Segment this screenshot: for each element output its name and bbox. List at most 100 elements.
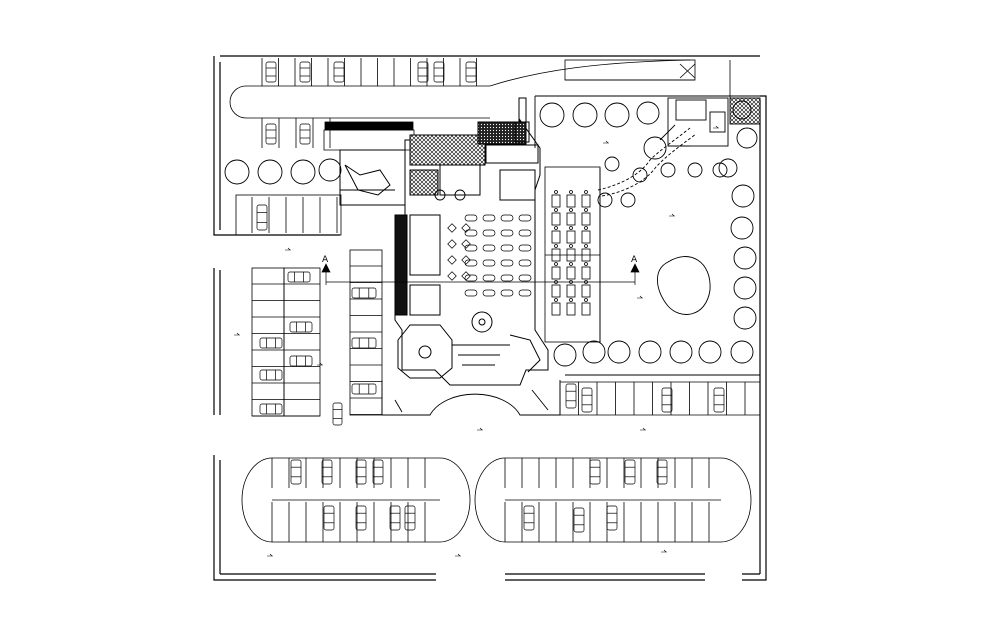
car-icon: [565, 383, 577, 409]
level-mark: [267, 553, 273, 557]
east-parking-stalls: [559, 381, 760, 416]
section-marker-left: A: [322, 255, 329, 265]
tree-icon: [638, 340, 662, 364]
car-icon: [265, 123, 277, 145]
section-arrow-icon: [630, 263, 640, 273]
car-icon: [351, 383, 377, 395]
level-mark: [285, 247, 291, 251]
tree-icon: [712, 162, 728, 178]
tree-icon: [572, 102, 598, 128]
car-icon: [256, 204, 268, 231]
level-mark: [661, 549, 667, 553]
car-icon: [355, 505, 367, 531]
car-icon: [259, 369, 283, 381]
trees: [224, 100, 758, 367]
tree-icon: [730, 216, 754, 240]
garden: [534, 95, 761, 376]
section-line: [321, 263, 640, 285]
diagonal-parking-right: [564, 59, 731, 98]
car-icon: [465, 61, 477, 83]
tree-icon: [733, 276, 757, 300]
car-icon: [265, 61, 277, 83]
level-mark: [637, 295, 643, 299]
tree-icon: [718, 158, 738, 178]
car-icon: [299, 123, 311, 145]
car-icon: [606, 505, 618, 531]
tree-icon: [539, 102, 565, 128]
section-marker-right: A: [631, 255, 638, 265]
tree-icon: [290, 159, 316, 185]
tree-icon: [730, 340, 754, 364]
car-icon: [289, 321, 313, 333]
tree-icon: [597, 192, 613, 208]
ground-level-marks: [234, 125, 719, 557]
tree-icon: [620, 192, 636, 208]
tree-icon: [643, 136, 667, 160]
south-parking-islands: [241, 457, 752, 543]
level-mark: [603, 140, 609, 144]
tree-icon: [687, 162, 703, 178]
car-icon: [259, 403, 283, 415]
level-mark: [317, 362, 323, 366]
level-mark: [713, 125, 719, 129]
tree-icon: [553, 343, 577, 367]
tree-icon: [636, 101, 660, 125]
car-icon: [433, 61, 445, 83]
building-footprint: [339, 97, 549, 386]
tree-icon: [732, 100, 752, 120]
tree-icon: [604, 156, 620, 172]
banquet-hall: [544, 166, 601, 343]
car-icon: [351, 287, 377, 299]
car-icon: [355, 459, 367, 485]
tree-icon: [318, 158, 342, 182]
tree-icon: [736, 127, 758, 149]
car-icon: [589, 459, 601, 485]
tree-icon: [632, 167, 648, 183]
car-icon: [404, 505, 416, 531]
tree-icon: [224, 159, 250, 185]
west-parking-stalls: [235, 194, 383, 417]
car-icon: [323, 505, 335, 531]
tree-icon: [454, 189, 466, 201]
entrance-drive: [381, 380, 561, 416]
tree-icon: [660, 162, 676, 178]
car-icon: [523, 505, 535, 531]
car-icon: [661, 387, 673, 413]
car-icon: [287, 271, 311, 283]
level-mark: [640, 427, 646, 431]
level-mark: [669, 213, 675, 217]
tree-icon: [582, 340, 606, 364]
tree-icon: [604, 102, 630, 128]
car-icon: [372, 459, 384, 485]
tree-icon: [733, 306, 757, 330]
level-mark: [455, 553, 461, 557]
dining-tables: [447, 214, 532, 297]
car-icon: [332, 402, 343, 426]
car-icon: [581, 387, 593, 413]
section-arrow-icon: [321, 263, 331, 273]
tree-icon: [669, 340, 693, 364]
tree-icon: [434, 189, 446, 201]
tree-icon: [698, 340, 722, 364]
level-mark: [477, 427, 483, 431]
car-icon: [573, 507, 585, 533]
car-icon: [290, 459, 302, 485]
pond: [657, 256, 711, 315]
car-icon: [656, 459, 668, 485]
car-icon: [289, 355, 313, 367]
level-mark: [234, 332, 240, 336]
tree-icon: [257, 159, 283, 185]
tree-icon: [731, 184, 755, 208]
car-icon: [624, 459, 636, 485]
parked-cars: [256, 61, 725, 533]
car-icon: [417, 61, 429, 83]
car-icon: [389, 505, 401, 531]
tree-icon: [607, 340, 631, 364]
car-icon: [321, 459, 333, 485]
site-boundary: [213, 55, 767, 581]
tree-icon: [733, 246, 757, 270]
car-icon: [351, 337, 377, 349]
car-icon: [713, 387, 725, 413]
car-icon: [299, 61, 311, 83]
